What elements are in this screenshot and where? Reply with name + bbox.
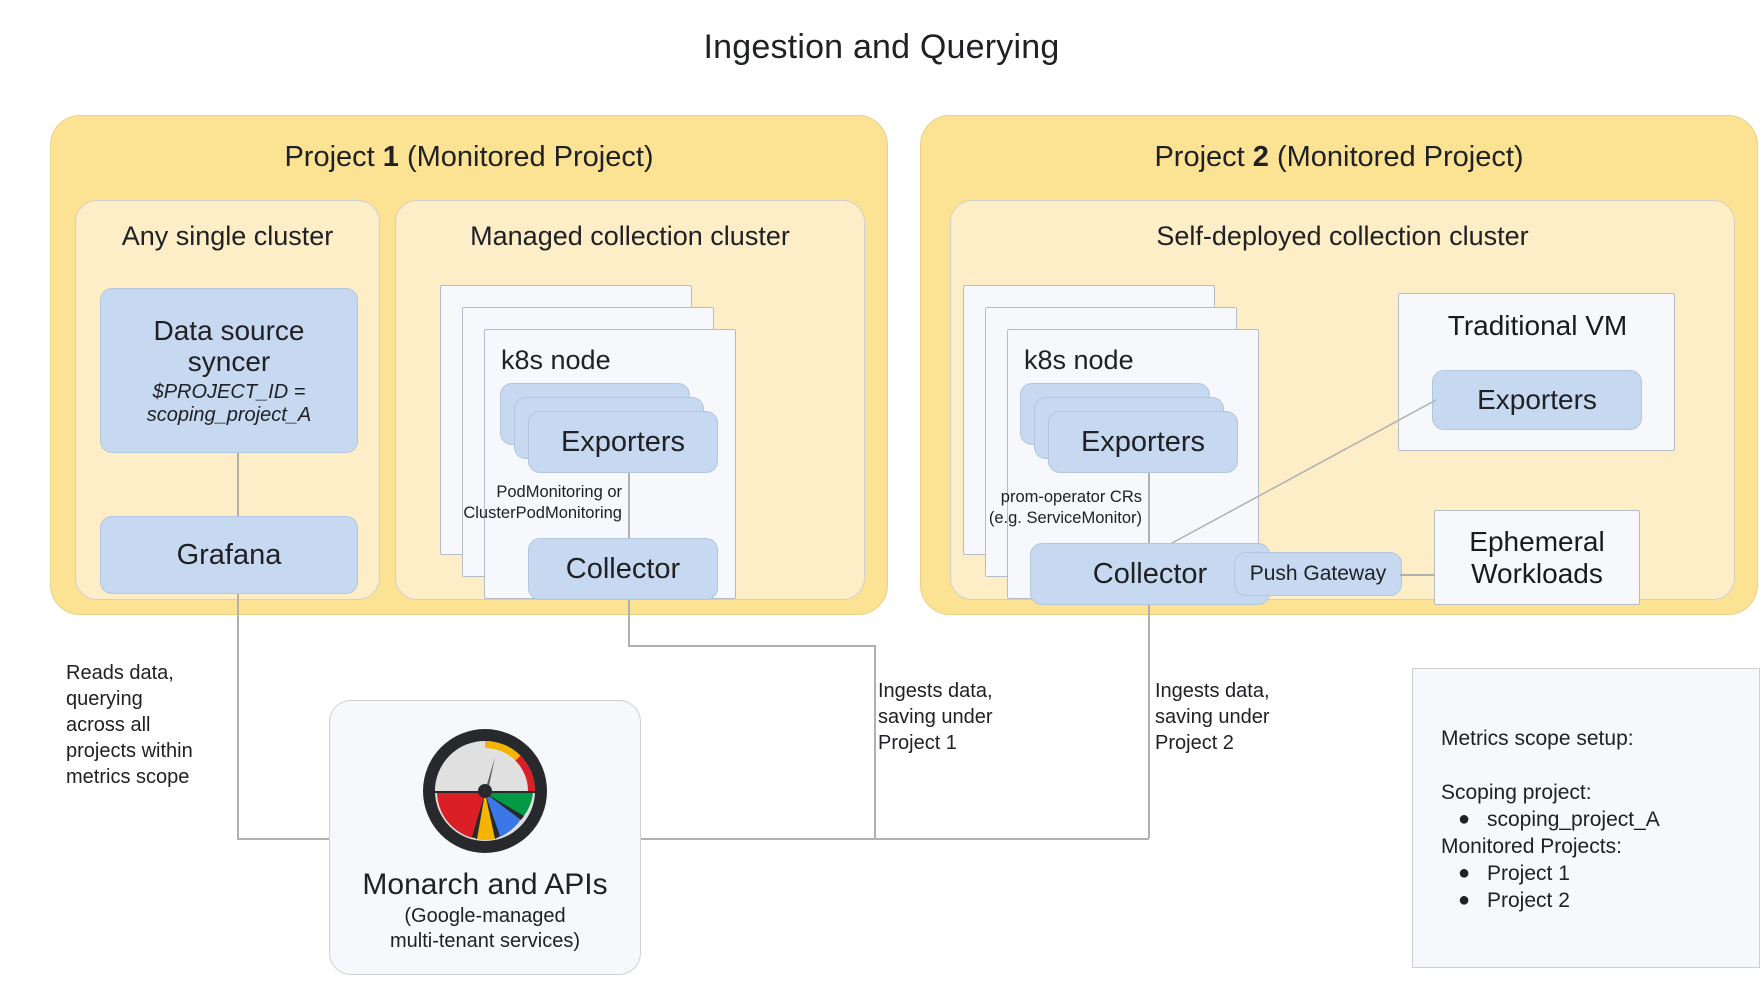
connector-collector1-down: [628, 600, 630, 645]
note-ingests-1-line-2: saving under: [878, 706, 993, 728]
metrics-scope-legend: Metrics scope setup: Scoping project: ● …: [1412, 668, 1760, 968]
note-ingests-2-line-1: Ingests data,: [1155, 680, 1270, 702]
note-ingests-2-line-3: Project 2: [1155, 732, 1234, 754]
connector-syncer-to-grafana: [237, 453, 239, 516]
note-ingests-2-line-2: saving under: [1155, 706, 1270, 728]
label-prom-operator-crs: prom-operator CRs (e.g. ServiceMonitor): [880, 487, 1142, 529]
monarch-subtitle-line2: multi-tenant services): [389, 930, 581, 952]
project-1-title: Project 1 (Monitored Project): [51, 141, 887, 174]
exporters-label-self-deployed: Exporters: [1080, 425, 1206, 458]
push-gateway-label: Push Gateway: [1249, 562, 1387, 585]
connector-grafana-to-monarch: [237, 838, 329, 840]
connector-collector2-down: [1148, 605, 1150, 838]
cluster-any-single-cluster-title: Any single cluster: [121, 221, 334, 251]
component-exporters-self-deployed[interactable]: Exporters: [1048, 411, 1238, 473]
monarch-subtitle-line1: (Google-managed: [404, 905, 566, 927]
legend-bullet-icon: ●: [1457, 862, 1471, 884]
component-data-source-syncer[interactable]: Data source syncer $PROJECT_ID = scoping…: [100, 288, 358, 453]
label-podmonitoring: PodMonitoring or ClusterPodMonitoring: [360, 482, 622, 524]
label-podmonitoring-line2: ClusterPodMonitoring: [463, 504, 622, 522]
connector-collector1-to-monarch: [874, 645, 876, 840]
legend-spacer: [1441, 752, 1759, 779]
diagram-title: Ingestion and Querying: [703, 28, 1060, 66]
data-source-syncer-sub2: scoping_project_A: [146, 403, 312, 426]
grafana-label: Grafana: [176, 538, 282, 571]
collector-label-managed: Collector: [565, 552, 681, 585]
project-1-title-number: 1: [382, 141, 399, 173]
cluster-managed-collection-title: Managed collection cluster: [470, 221, 790, 251]
connector-pushgateway-to-ephemeral: [1400, 574, 1435, 576]
note-ingests-project-1: Ingests data, saving under Project 1: [878, 678, 1068, 756]
component-ephemeral-workloads: Ephemeral Workloads: [1434, 510, 1640, 605]
data-source-syncer-sub1: $PROJECT_ID =: [152, 381, 306, 404]
legend-monitored-item-2-text: Project 2: [1487, 889, 1570, 912]
note-reads-data-line-4: projects within: [66, 740, 193, 762]
note-reads-data-line-1: Reads data,: [66, 662, 174, 684]
ephemeral-workloads-label: Ephemeral: [1469, 525, 1605, 557]
cluster-self-deployed-title: Self-deployed collection cluster: [1156, 221, 1529, 251]
k8s-node-label-self-deployed: k8s node: [1024, 345, 1134, 375]
legend-monitored-item-1: ● Project 1: [1441, 860, 1759, 887]
project-1-title-suffix: (Monitored Project): [398, 141, 654, 173]
component-grafana[interactable]: Grafana: [100, 516, 358, 594]
legend-scoping-item-text: scoping_project_A: [1487, 808, 1660, 831]
collector-label-self-deployed: Collector: [1092, 557, 1208, 590]
k8s-node-label-managed: k8s node: [501, 345, 611, 375]
note-ingests-1-line-1: Ingests data,: [878, 680, 993, 702]
connector-grafana-down: [237, 594, 239, 839]
note-ingests-1-line-3: Project 1: [878, 732, 957, 754]
vm-exporters-label: Exporters: [1477, 384, 1597, 415]
data-source-syncer-label2: syncer: [187, 346, 271, 378]
label-podmonitoring-line1: PodMonitoring or: [496, 483, 622, 501]
monarch-gauge-logo: [417, 723, 553, 864]
note-reads-data-line-3: across all: [66, 714, 151, 736]
note-reads-data-line-2: querying: [66, 688, 143, 710]
note-ingests-project-2: Ingests data, saving under Project 2: [1155, 678, 1345, 756]
monarch-subtitle: (Google-managed multi-tenant services): [390, 904, 580, 954]
component-collector-self-deployed[interactable]: Collector: [1030, 543, 1270, 605]
legend-monitored-item-2: ● Project 2: [1441, 887, 1759, 914]
project-2-title-number: 2: [1252, 141, 1269, 173]
legend-bullet-icon: ●: [1457, 889, 1471, 911]
legend-scoping-label: Scoping project:: [1441, 781, 1592, 804]
connector-collector2-join: [874, 838, 1149, 840]
exporters-label-managed: Exporters: [560, 425, 686, 458]
monarch-title: Monarch and APIs: [362, 868, 608, 901]
legend-monitored-label: Monitored Projects:: [1441, 835, 1622, 858]
label-prom-operator-line2: (e.g. ServiceMonitor): [988, 509, 1142, 527]
project-2-title: Project 2 (Monitored Project): [921, 141, 1757, 174]
note-reads-data: Reads data, querying across all projects…: [66, 660, 241, 790]
component-push-gateway[interactable]: Push Gateway: [1234, 552, 1402, 596]
connector-vm-exporters-to-collector: [1149, 399, 1437, 556]
connector-collector1-across: [628, 645, 875, 647]
label-prom-operator-line1: prom-operator CRs: [1000, 488, 1142, 506]
connector-collector1-join: [630, 838, 876, 840]
traditional-vm-label: Traditional VM: [1447, 310, 1628, 341]
legend-bullet-icon: ●: [1457, 808, 1471, 830]
project-1-title-prefix: Project: [284, 141, 383, 173]
legend-scoping-item: ● scoping_project_A: [1441, 806, 1759, 833]
monarch-and-apis-card[interactable]: Monarch and APIs (Google-managed multi-t…: [329, 700, 641, 975]
connector-exporters-to-collector-managed: [628, 473, 630, 538]
data-source-syncer-label: Data source: [153, 314, 305, 346]
legend-monitored-item-1-text: Project 1: [1487, 862, 1570, 885]
legend-heading: Metrics scope setup:: [1441, 727, 1634, 750]
connector-exporters-to-collector-self: [1148, 473, 1150, 548]
note-reads-data-line-5: metrics scope: [66, 766, 190, 788]
project-2-title-prefix: Project: [1154, 141, 1253, 173]
ephemeral-workloads-label2: Workloads: [1471, 557, 1603, 589]
project-2-title-suffix: (Monitored Project): [1268, 141, 1524, 173]
component-exporters-managed[interactable]: Exporters: [528, 411, 718, 473]
component-collector-managed[interactable]: Collector: [528, 538, 718, 600]
component-vm-exporters[interactable]: Exporters: [1432, 370, 1642, 430]
